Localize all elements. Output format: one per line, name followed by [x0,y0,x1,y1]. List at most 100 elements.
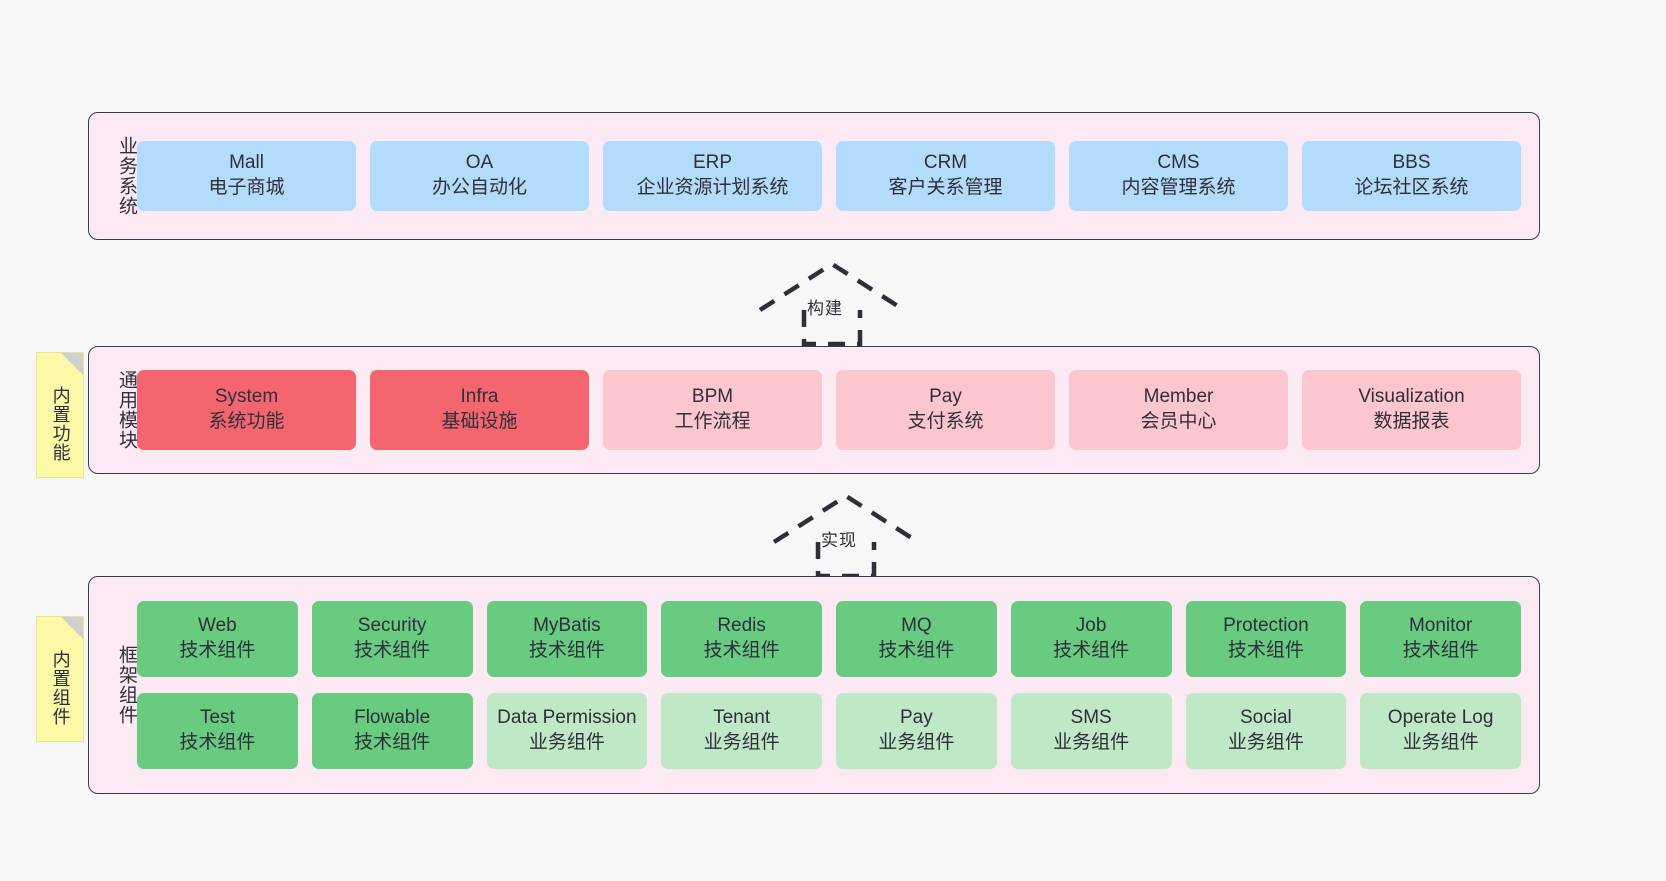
node-operate-log[interactable]: Operate Log 业务组件 [1360,693,1521,769]
node-pay-module[interactable]: Pay 支付系统 [836,370,1055,450]
node-bbs[interactable]: BBS 论坛社区系统 [1302,141,1521,211]
node-label-cn: 技术组件 [1053,640,1130,661]
node-row: Mall 电子商城 OA 办公自动化 ERP 企业资源计划系统 CRM 客户关系… [137,141,1521,211]
node-label-en: Web [198,615,237,637]
node-label-cn: 业务组件 [1402,732,1479,753]
node-label-cn: 业务组件 [1053,732,1130,753]
note-builtin-components[interactable]: 内置组件 [36,616,84,742]
node-label-en: System [214,386,279,408]
node-visualization[interactable]: Visualization 数据报表 [1302,370,1521,450]
node-label-en: MyBatis [533,615,601,637]
node-label-en: Data Permission [497,707,637,729]
node-label-cn: 论坛社区系统 [1354,177,1469,198]
node-label-en: CMS [1157,152,1200,174]
node-cms[interactable]: CMS 内容管理系统 [1069,141,1288,211]
node-label-en: Security [357,615,427,637]
layer-body-common-modules: System 系统功能 Infra 基础设施 BPM 工作流程 Pay 支付系统… [137,370,1539,450]
node-label-en: Infra [460,386,499,408]
node-label-cn: 业务组件 [528,732,605,753]
node-label-en: SMS [1070,707,1112,729]
node-label-cn: 技术组件 [1227,640,1304,661]
node-monitor[interactable]: Monitor 技术组件 [1360,601,1521,677]
node-label-cn: 电子商城 [208,177,285,198]
layer-common-modules[interactable]: 通用模块 System 系统功能 Infra 基础设施 BPM 工作流程 Pay… [88,346,1540,474]
node-row: Test 技术组件 Flowable 技术组件 Data Permission … [137,693,1521,769]
node-label-cn: 系统功能 [208,411,285,432]
node-security[interactable]: Security 技术组件 [311,601,473,677]
node-label-cn: 企业资源计划系统 [636,177,789,198]
node-label-en: Operate Log [1387,707,1494,729]
layer-business-systems[interactable]: 业务系统 Mall 电子商城 OA 办公自动化 ERP 企业资源计划系统 CRM… [88,112,1540,240]
node-flowable[interactable]: Flowable 技术组件 [311,693,473,769]
layer-body-business-systems: Mall 电子商城 OA 办公自动化 ERP 企业资源计划系统 CRM 客户关系… [137,141,1539,211]
generalization-arrow-build: 构建 [752,258,912,347]
node-label-cn: 技术组件 [878,640,955,661]
note-builtin-features[interactable]: 内置功能 [36,352,84,478]
note-text: 内置功能 [50,386,71,462]
node-label-cn: 支付系统 [907,411,984,432]
note-fold-corner-icon [61,353,83,375]
node-label-cn: 办公自动化 [431,177,527,198]
node-system[interactable]: System 系统功能 [137,370,356,450]
node-job[interactable]: Job 技术组件 [1010,601,1172,677]
node-label-en: Social [1240,707,1292,729]
layer-framework-components[interactable]: 框架组件 Web 技术组件 Security 技术组件 MyBatis 技术组件… [88,576,1540,794]
node-label-en: Job [1075,615,1107,637]
node-label-cn: 业务组件 [878,732,955,753]
layer-title-common-modules: 通用模块 [116,370,137,450]
node-social[interactable]: Social 业务组件 [1185,693,1347,769]
node-oa[interactable]: OA 办公自动化 [370,141,589,211]
node-label-cn: 业务组件 [1227,732,1304,753]
node-label-en: Monitor [1408,615,1473,637]
node-label-en: Tenant [713,707,771,729]
arrow-label-build: 构建 [807,299,843,318]
note-text: 内置组件 [50,650,71,726]
node-label-en: Mall [229,152,264,174]
node-label-cn: 技术组件 [1402,640,1479,661]
layer-body-framework-components: Web 技术组件 Security 技术组件 MyBatis 技术组件 Redi… [137,601,1539,769]
node-label-en: Test [199,707,235,729]
node-tenant[interactable]: Tenant 业务组件 [661,693,822,769]
node-mall[interactable]: Mall 电子商城 [137,141,356,211]
node-mybatis[interactable]: MyBatis 技术组件 [486,601,648,677]
node-label-cn: 技术组件 [354,732,431,753]
node-label-en: Redis [717,615,766,637]
node-test[interactable]: Test 技术组件 [137,693,298,769]
node-label-en: ERP [692,152,733,174]
node-label-en: Visualization [1358,386,1465,408]
node-redis[interactable]: Redis 技术组件 [661,601,822,677]
node-web[interactable]: Web 技术组件 [137,601,298,677]
node-member[interactable]: Member 会员中心 [1069,370,1288,450]
note-fold-corner-icon [61,617,83,639]
node-bpm[interactable]: BPM 工作流程 [603,370,822,450]
node-erp[interactable]: ERP 企业资源计划系统 [603,141,822,211]
node-label-en: Pay [929,386,962,408]
node-label-cn: 会员中心 [1140,411,1217,432]
node-sms[interactable]: SMS 业务组件 [1010,693,1172,769]
node-label-cn: 业务组件 [703,732,780,753]
node-label-cn: 数据报表 [1373,411,1450,432]
node-label-cn: 内容管理系统 [1121,177,1236,198]
node-mq[interactable]: MQ 技术组件 [836,601,997,677]
node-label-en: Protection [1223,615,1309,637]
layer-title-business-systems: 业务系统 [116,136,137,216]
node-label-cn: 技术组件 [703,640,780,661]
node-label-en: MQ [901,615,932,637]
node-label-cn: 技术组件 [179,640,256,661]
node-label-en: OA [465,152,494,174]
node-label-cn: 技术组件 [179,732,256,753]
node-label-cn: 基础设施 [441,411,518,432]
node-crm[interactable]: CRM 客户关系管理 [836,141,1055,211]
node-label-en: BPM [691,386,734,408]
node-pay-component[interactable]: Pay 业务组件 [836,693,997,769]
node-label-en: BBS [1392,152,1431,174]
node-label-en: Pay [900,707,933,729]
node-infra[interactable]: Infra 基础设施 [370,370,589,450]
node-label-en: Flowable [354,707,431,729]
node-protection[interactable]: Protection 技术组件 [1185,601,1347,677]
generalization-arrow-implement: 实现 [766,490,926,579]
node-data-permission[interactable]: Data Permission 业务组件 [486,693,648,769]
node-label-en: CRM [923,152,968,174]
node-label-cn: 技术组件 [528,640,605,661]
